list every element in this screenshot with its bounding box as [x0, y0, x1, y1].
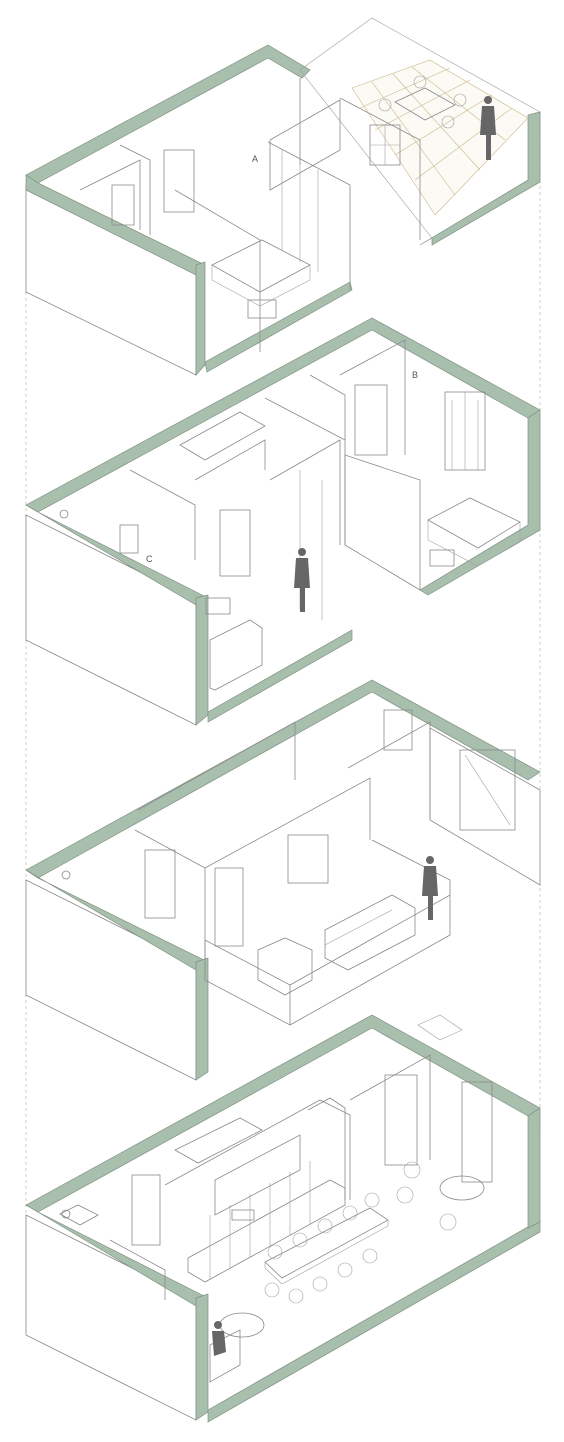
level-1-person-figure	[480, 96, 496, 160]
level-2-front-left-face	[25, 514, 197, 726]
level-4-wall-bottom	[207, 1219, 541, 1423]
level-2-right-face	[344, 454, 421, 591]
level-3-wall-front	[195, 957, 209, 1081]
level-1-partitions	[79, 78, 421, 352]
level-1-room-label: A	[252, 154, 258, 164]
level-4-skylight	[417, 1014, 463, 1041]
level-2-room-label-c: C	[146, 554, 153, 564]
level-4-sink	[59, 1204, 99, 1226]
level-1-wall-right	[204, 281, 353, 373]
level-3-tv-screen	[287, 834, 329, 884]
level-4-front-left-face	[25, 1214, 197, 1421]
level-4	[25, 1014, 541, 1423]
level-2-wall-bottom	[207, 629, 353, 723]
level-3-sink	[61, 870, 71, 880]
level-4-wall-back	[25, 1014, 541, 1213]
level-2-wall-back	[25, 317, 541, 513]
level-4-kitchen-counter	[187, 1134, 346, 1283]
level-1: A	[25, 17, 541, 376]
level-3	[25, 679, 541, 1081]
level-4-person-figure	[212, 1321, 226, 1356]
level-4-round-tables	[219, 1161, 485, 1338]
level-1-bed	[211, 239, 311, 319]
alignment-guides	[25, 120, 541, 1230]
level-1-front-left-face	[25, 184, 197, 376]
level-3-sofa	[324, 894, 416, 971]
level-4-sofa	[209, 1329, 241, 1383]
level-3-partitions	[134, 709, 516, 960]
level-3-glass-balustrade	[204, 839, 451, 1026]
level-1-wall-front	[195, 261, 206, 376]
level-3-front-left-face	[25, 879, 197, 1081]
level-2-sink	[59, 509, 69, 519]
level-2-person-figure	[294, 548, 310, 612]
level-2-room-label-b: B	[412, 370, 418, 380]
level-2-wall-front	[195, 594, 209, 726]
level-1-wall-back	[25, 44, 311, 184]
level-4-wall-front	[195, 1293, 209, 1421]
level-1-dining-set	[378, 75, 467, 129]
level-1-balcony-wall	[419, 111, 541, 246]
level-1-balcony-floor	[351, 59, 529, 216]
level-2-wall-right	[419, 409, 541, 596]
level-4-partitions	[109, 1054, 493, 1300]
level-3-person-figure	[422, 856, 438, 920]
level-4-wall-right	[527, 1107, 541, 1229]
level-4-dining-table	[264, 1192, 389, 1304]
level-3-armchair	[257, 937, 313, 996]
level-2-bed-b	[427, 497, 521, 567]
level-2: B C	[25, 317, 541, 726]
level-2-bed-c	[205, 597, 263, 691]
